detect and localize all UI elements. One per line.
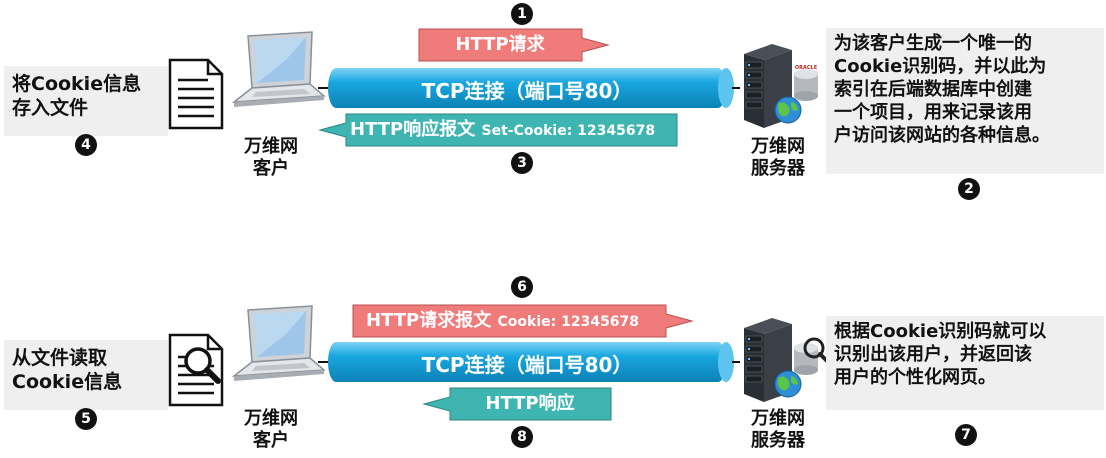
laptop-icon bbox=[231, 305, 326, 381]
server-icon: ORACLE bbox=[744, 44, 818, 128]
top-client-label-line1: 万维网 bbox=[244, 136, 298, 157]
bottom-left-note-line1: 从文件读取 bbox=[12, 347, 108, 369]
top-right-note-line: 为该客户生成一个唯一的 bbox=[834, 33, 1032, 54]
magnifier-icon bbox=[803, 337, 829, 363]
top-server-label-line2: 服务器 bbox=[751, 158, 805, 179]
bottom-left-note: 从文件读取 Cookie信息 bbox=[4, 340, 168, 410]
bottom-client-label-line2: 客户 bbox=[253, 430, 289, 451]
bottom-request-arrow bbox=[352, 304, 694, 338]
bottom-server-label-line1: 万维网 bbox=[751, 408, 805, 429]
step-7-badge: 7 bbox=[955, 424, 977, 446]
bottom-client-label-line1: 万维网 bbox=[244, 408, 298, 429]
step-3-badge: 3 bbox=[511, 152, 533, 174]
globe-icon bbox=[774, 370, 802, 398]
top-right-note-line: 一个项目，用来记录该用 bbox=[834, 102, 1032, 123]
bottom-request-label-main: HTTP请求报文 bbox=[366, 310, 492, 331]
bottom-right-note-line: 用户的个性化网页。 bbox=[834, 367, 996, 388]
document-icon bbox=[168, 58, 224, 130]
step-2-badge: 2 bbox=[958, 178, 980, 200]
bottom-request-cookie: Cookie: 12345678 bbox=[497, 314, 640, 330]
step-6-badge: 6 bbox=[511, 276, 533, 298]
bottom-tcp-pipe bbox=[318, 342, 740, 382]
top-right-note-line: 索引在后端数据库中创建 bbox=[834, 79, 1032, 100]
bottom-right-note-line: 根据Cookie识别码就可以 bbox=[834, 321, 1047, 342]
top-response-label-main: HTTP响应报文 bbox=[350, 119, 476, 140]
step-5-badge: 5 bbox=[75, 408, 97, 430]
bottom-client-label: 万维网 客户 bbox=[236, 408, 306, 452]
server-brand-label: ORACLE bbox=[795, 65, 818, 71]
top-client-label-line2: 客户 bbox=[253, 158, 289, 179]
document-magnifier-icon bbox=[168, 333, 224, 407]
top-right-note-line: Cookie识别码，并以此为 bbox=[834, 56, 1047, 77]
bottom-server-label-line2: 服务器 bbox=[751, 430, 805, 451]
top-tcp-label: TCP连接（端口号80） bbox=[421, 79, 633, 103]
bottom-response-label: HTTP响应 bbox=[485, 393, 575, 414]
bottom-server-label: 万维网 服务器 bbox=[738, 408, 818, 452]
server-icon bbox=[744, 318, 829, 402]
bottom-response-arrow bbox=[422, 387, 612, 421]
bottom-request-label: HTTP请求报文 Cookie: 12345678 bbox=[366, 308, 639, 335]
bottom-left-note-line2: Cookie信息 bbox=[12, 371, 123, 393]
bottom-right-note-line: 识别出该用户，并返回该 bbox=[834, 344, 1032, 365]
top-client-label: 万维网 客户 bbox=[236, 136, 306, 180]
top-server-label-line1: 万维网 bbox=[751, 136, 805, 157]
top-request-arrow bbox=[418, 28, 610, 62]
bottom-right-note: 根据Cookie识别码就可以 识别出该用户，并返回该 用户的个性化网页。 bbox=[826, 316, 1104, 410]
step-4-badge: 4 bbox=[75, 134, 97, 156]
top-right-note: 为该客户生成一个唯一的 Cookie识别码，并以此为 索引在后端数据库中创建 一… bbox=[826, 28, 1104, 174]
top-request-label: HTTP请求 bbox=[455, 34, 545, 55]
top-right-note-line: 户访问该网站的各种信息。 bbox=[834, 125, 1050, 146]
top-left-note-line2: 存入文件 bbox=[12, 97, 89, 119]
top-left-note: 将Cookie信息 存入文件 bbox=[4, 66, 168, 136]
top-response-arrow bbox=[318, 113, 678, 147]
step-8-badge: 8 bbox=[511, 426, 533, 448]
laptop-icon bbox=[231, 31, 326, 107]
top-response-set-cookie: Set-Cookie: 12345678 bbox=[481, 123, 656, 139]
step-1-badge: 1 bbox=[511, 3, 533, 25]
top-server-label: 万维网 服务器 bbox=[738, 136, 818, 180]
globe-icon bbox=[774, 96, 802, 124]
top-tcp-pipe bbox=[318, 68, 740, 108]
top-response-label: HTTP响应报文 Set-Cookie: 12345678 bbox=[350, 117, 655, 144]
database-icon: ORACLE bbox=[794, 65, 818, 101]
top-left-note-line1: 将Cookie信息 bbox=[12, 73, 142, 95]
bottom-tcp-label: TCP连接（端口号80） bbox=[421, 353, 633, 377]
